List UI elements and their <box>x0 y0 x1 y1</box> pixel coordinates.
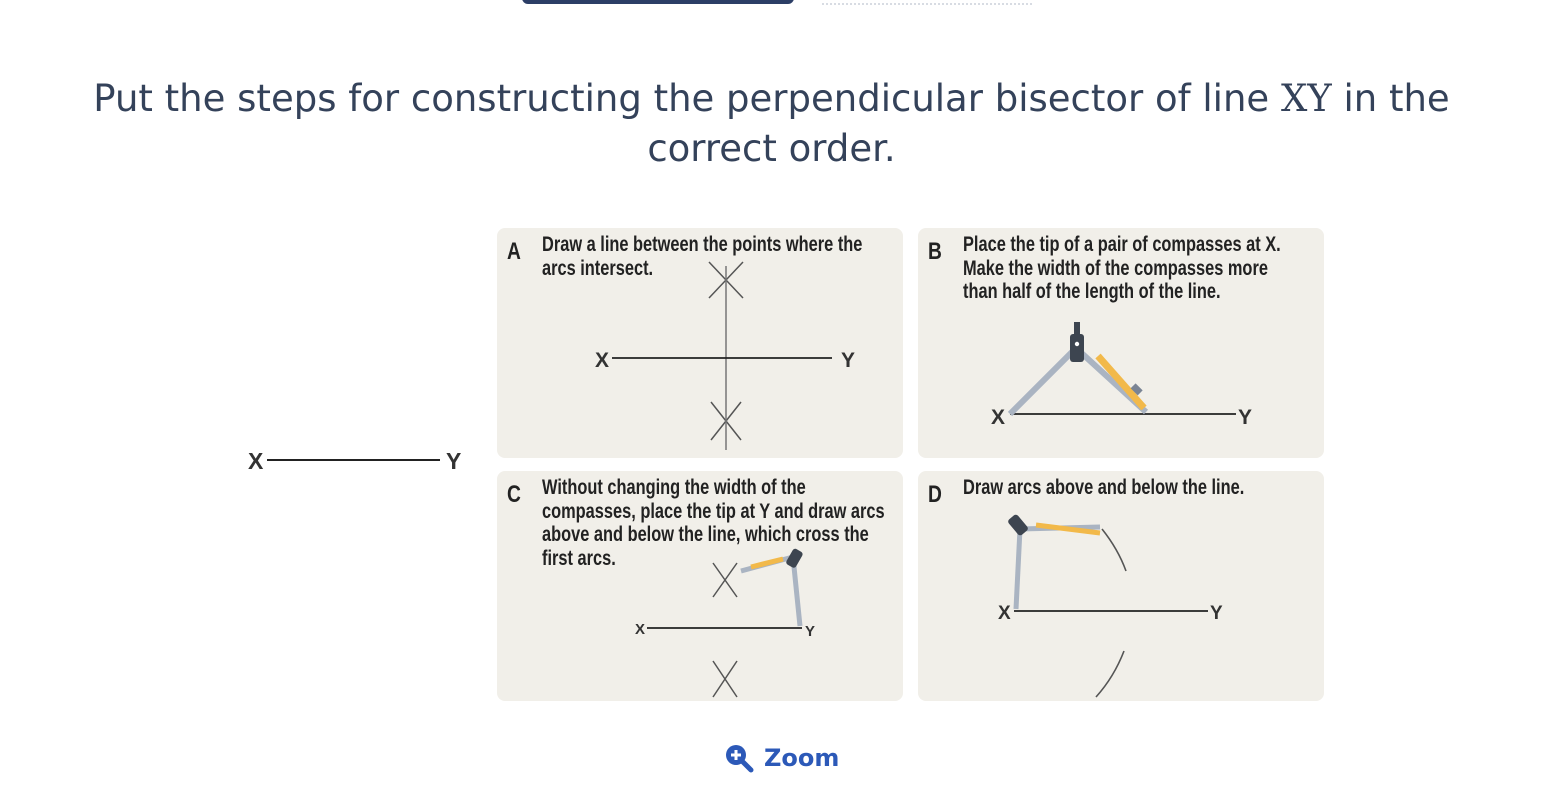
active-progress-tab[interactable] <box>522 0 794 4</box>
zoom-in-icon <box>726 745 754 773</box>
compass-at-x-diagram: X Y <box>991 322 1252 429</box>
perpendicular-bisector-diagram: X Y <box>595 261 855 450</box>
diagram-y-label: Y <box>1238 406 1252 429</box>
step-card-c[interactable]: C Without changing the width of the comp… <box>497 471 903 701</box>
card-text: Draw a line between the points where the… <box>542 233 863 280</box>
question-variable: XY <box>1280 77 1332 120</box>
ref-x-label: X <box>248 448 264 474</box>
card-text: Draw arcs above and below the line. <box>963 476 1245 499</box>
arcs-from-x-diagram: X Y <box>998 514 1223 698</box>
zoom-button[interactable]: Zoom <box>724 740 839 776</box>
diagram-y-label: Y <box>841 349 855 372</box>
diagram-x-label: X <box>595 349 609 372</box>
question-text: Put the steps for constructing the perpe… <box>93 77 1450 170</box>
diagram-y-label: Y <box>805 623 815 640</box>
ref-y-label: Y <box>446 448 461 474</box>
card-text: Place the tip of a pair of compasses at … <box>963 233 1281 303</box>
card-letter: D <box>928 481 942 508</box>
diagram-x-label: X <box>635 621 645 638</box>
inactive-progress-tab[interactable] <box>822 0 1032 5</box>
step-card-b[interactable]: B Place the tip of a pair of compasses a… <box>918 228 1324 458</box>
diagram-x-label: X <box>998 603 1011 624</box>
card-letter: B <box>928 238 942 265</box>
steps-grid: A Draw a line between the points where t… <box>497 228 1325 702</box>
zoom-label: Zoom <box>764 744 840 772</box>
diagram-y-label: Y <box>1210 603 1223 624</box>
step-card-a[interactable]: A Draw a line between the points where t… <box>497 228 903 458</box>
card-letter: C <box>507 481 521 508</box>
step-card-d[interactable]: D Draw arcs above and below the line. X … <box>918 471 1324 701</box>
diagram-x-label: X <box>991 406 1005 429</box>
compass-at-y-diagram: X Y <box>635 548 815 698</box>
card-text: Without changing the width of the compas… <box>542 476 885 570</box>
card-letter: A <box>507 238 521 265</box>
reference-line-xy: X Y <box>248 448 461 474</box>
